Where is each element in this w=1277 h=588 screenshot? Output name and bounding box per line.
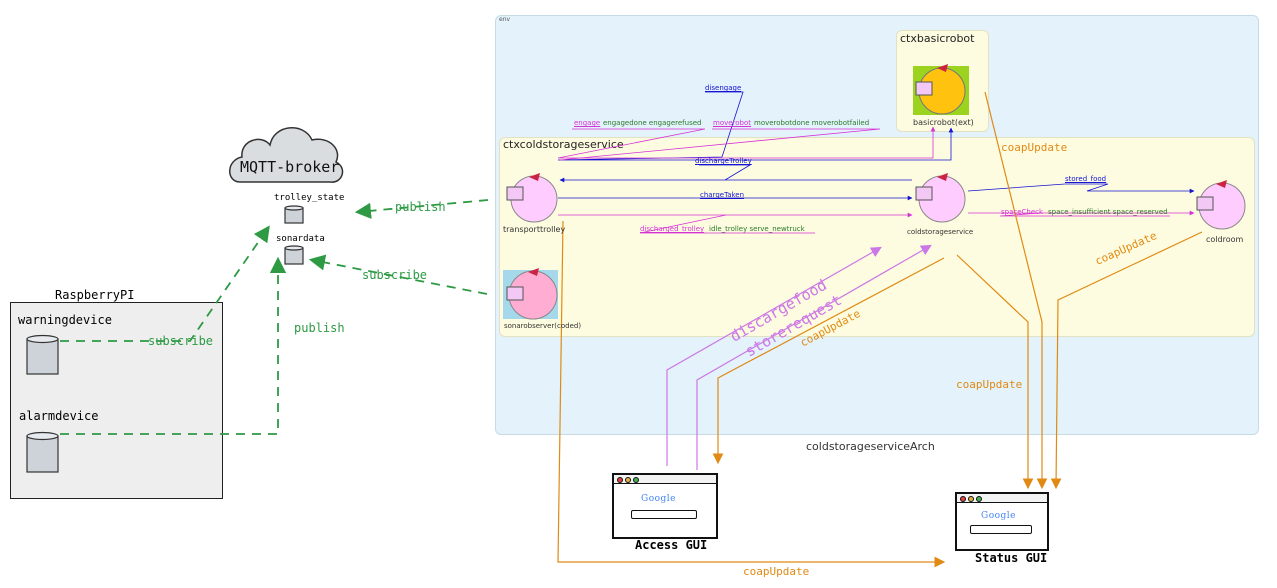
ctxcoldstorageservice-label: ctxcoldstorageservice <box>503 138 624 151</box>
msg-stored-food: stored_food <box>1065 175 1107 183</box>
publish-label: publish <box>294 321 345 335</box>
msg-disengage: disengage <box>705 84 742 92</box>
close-dot-icon <box>960 496 966 502</box>
coldroom-actor <box>1196 180 1246 230</box>
status-gui-searchbox[interactable] <box>970 525 1032 534</box>
sonarobserver-label: sonarobserver(coded) <box>504 322 582 330</box>
subscribe-label: subscribe <box>148 334 214 348</box>
msg-moverobot: moverobot <box>713 119 752 127</box>
publish-label: publish <box>395 200 446 214</box>
arch-caption: coldstorageserviceArch <box>806 440 935 453</box>
ctxbasicrobot-label: ctxbasicrobot <box>900 32 975 45</box>
msg-dischargetrolley: dischargeTrolley <box>695 157 752 165</box>
transporttrolley-label: transporttrolley <box>503 225 566 234</box>
trolley-state-label: trolley_state <box>274 193 345 203</box>
msg-spacecheck-replies: space_insufficient space_reserved <box>1048 208 1168 216</box>
access-gui-label: Access GUI <box>635 538 708 552</box>
raspberry-title: RaspberryPI <box>55 288 135 302</box>
alarmdevice-cylinder-icon <box>26 431 59 473</box>
env-label: env <box>499 16 511 23</box>
basicrobot-label: basicrobot(ext) <box>913 118 974 127</box>
access-gui-titlebar <box>614 475 716 484</box>
warningdevice-cylinder-icon <box>26 334 59 375</box>
msg-discharged-trolley: discharged_trolley <box>640 225 705 233</box>
msg-discharged-others: idle_trolley serve_newtruck <box>709 225 805 233</box>
sonarobserver-actor <box>503 268 558 320</box>
minimize-dot-icon <box>968 496 974 502</box>
access-gui-window[interactable]: Google <box>612 473 718 539</box>
coldroom-label: coldroom <box>1206 235 1244 244</box>
subscribe-label: subscribe <box>362 268 428 282</box>
trolley-state-cylinder-icon <box>284 205 304 224</box>
google-logo: Google <box>981 511 1016 521</box>
access-gui-searchbox[interactable] <box>631 510 697 519</box>
status-gui-label: Status GUI <box>975 551 1048 565</box>
maximize-dot-icon <box>633 477 639 483</box>
msg-engage: engage <box>574 119 601 127</box>
maximize-dot-icon <box>976 496 982 502</box>
msg-engage-replies: engagedone engagerefused <box>603 119 702 127</box>
msg-chargetaken: chargeTaken <box>700 191 745 199</box>
coldstorageservice-actor <box>915 173 966 223</box>
coldstorageservice-label: coldstorageservice <box>907 228 974 236</box>
msg-spacecheck: spaceCheck <box>1001 208 1044 216</box>
minimize-dot-icon <box>625 477 631 483</box>
status-gui-titlebar <box>957 494 1047 503</box>
sonardata-cylinder-icon <box>284 245 304 265</box>
status-gui-window[interactable]: Google <box>955 492 1049 551</box>
warningdevice-label: warningdevice <box>18 313 112 327</box>
transporttrolley-actor <box>506 173 558 223</box>
mqtt-broker-title: MQTT-broker <box>240 158 340 176</box>
coapupdate-label: coapUpdate <box>956 378 1023 391</box>
close-dot-icon <box>617 477 623 483</box>
alarmdevice-label: alarmdevice <box>19 409 99 423</box>
coapupdate-label: coapUpdate <box>743 565 810 578</box>
mqtt-broker-cloud-icon <box>229 127 344 183</box>
ctxcoldstorageservice-box <box>499 137 1255 337</box>
coapupdate-label: coapUpdate <box>1001 141 1068 154</box>
sonardata-label: sonardata <box>276 234 325 244</box>
google-logo: Google <box>641 494 676 504</box>
basicrobot-actor <box>913 64 969 115</box>
msg-moverobot-replies: moverobotdone moverobotfailed <box>754 119 870 127</box>
